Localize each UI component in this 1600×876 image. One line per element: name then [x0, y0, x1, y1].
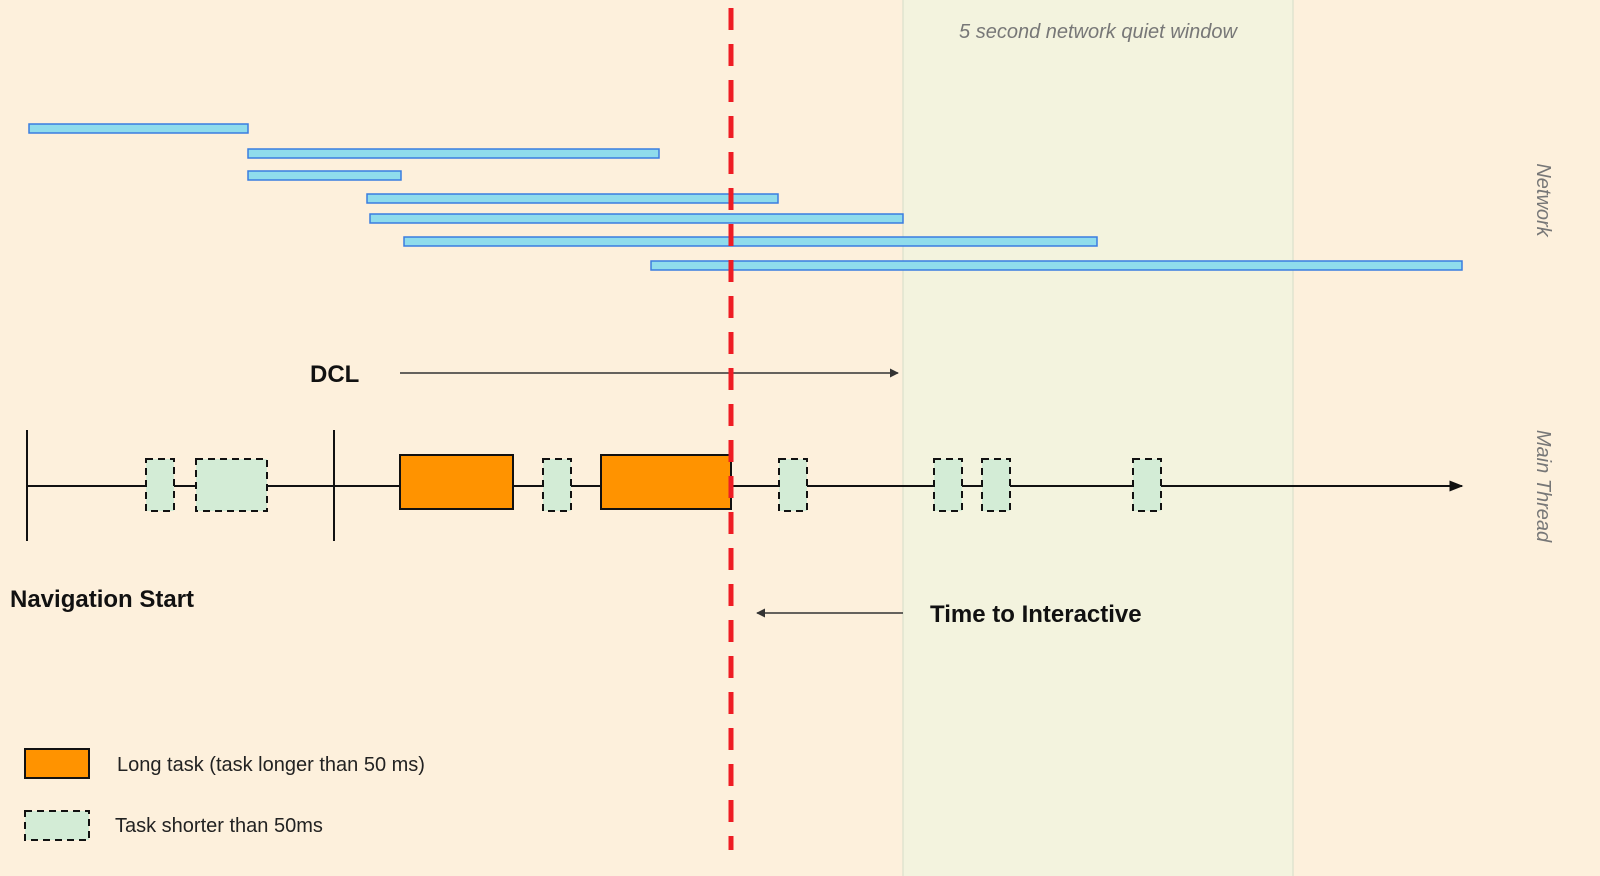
main-thread-tasks: [145, 454, 1162, 512]
legend-short-task-swatch: [24, 810, 90, 841]
network-request-bar: [28, 123, 249, 134]
short-task-block: [145, 458, 175, 512]
main-thread-lane-label: Main Thread: [1532, 430, 1554, 543]
network-request-bar: [650, 260, 1463, 271]
network-requests: [28, 123, 1463, 271]
short-task-block: [542, 458, 572, 512]
tti-label: Time to Interactive: [930, 601, 1142, 628]
legend-long-task-swatch: [24, 748, 90, 779]
network-request-bar: [369, 213, 904, 224]
legend-short-task-label: Task shorter than 50ms: [115, 815, 323, 837]
long-task-block: [399, 454, 514, 510]
long-task-block: [600, 454, 732, 510]
network-lane-label: Network: [1532, 163, 1554, 237]
network-request-bar: [403, 236, 1098, 247]
short-task-block: [195, 458, 268, 512]
short-task-block: [778, 458, 808, 512]
quiet-window-label: 5 second network quiet window: [959, 21, 1238, 43]
network-request-bar: [247, 148, 660, 159]
short-task-block: [981, 458, 1011, 512]
legend: Long task (task longer than 50 ms) Task …: [24, 748, 425, 841]
network-request-bar: [247, 170, 402, 181]
short-task-block: [1132, 458, 1162, 512]
navigation-start-label: Navigation Start: [10, 586, 194, 613]
quiet-window-band: [903, 0, 1293, 876]
network-request-bar: [366, 193, 779, 204]
legend-long-task-label: Long task (task longer than 50 ms): [117, 754, 425, 776]
dcl-label: DCL: [310, 361, 359, 388]
short-task-block: [933, 458, 963, 512]
